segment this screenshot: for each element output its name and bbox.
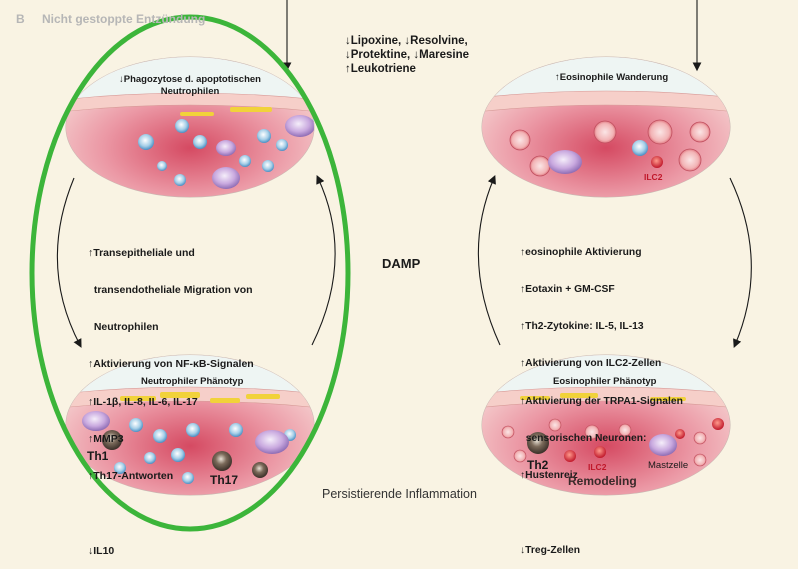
label-line: Neutrophilen <box>160 86 220 97</box>
macrophage-bl-1 <box>82 411 110 431</box>
left-top-tissue-label: ↓Phagozytose d. apoptotischen Neutrophil… <box>110 74 270 98</box>
neutrophils-bl <box>114 418 296 484</box>
mechanism-line: ↑Aktivierung von NF-κB-Signalen <box>88 358 254 371</box>
right-top-tissue-label: ↑Eosinophile Wanderung <box>555 72 669 83</box>
ilc2-label-bottom: ILC2 <box>588 462 607 472</box>
mechanism-line: ↑Hustenreiz <box>520 470 578 482</box>
th1-cell <box>102 430 122 450</box>
th17-label: Th17 <box>210 473 239 487</box>
mechanism-line: transendotheliale Migration von <box>88 284 253 297</box>
left-bottom-tissue-label: Neutrophiler Phänotyp <box>141 376 244 387</box>
mechanism-line: ↑Th17-Antworten <box>88 470 174 483</box>
top-mediators: ↓Lipoxine, ↓Resolvine, ↓Protektine, ↓Mar… <box>345 34 469 76</box>
mast-cell <box>649 434 677 456</box>
tissue-bottom-right <box>481 354 731 496</box>
fat-deposits-br <box>520 393 686 401</box>
th2-label: Th2 <box>527 458 549 472</box>
highlight-ellipse <box>29 14 351 532</box>
ilc2-cell-br-2 <box>594 446 606 458</box>
mediator-line: ↓Lipoxine, ↓Resolvine, <box>345 35 468 47</box>
left-mechanisms: ↑Transepitheliale und transendotheliale … <box>88 222 254 569</box>
ilc2-cell-br-1 <box>564 450 576 462</box>
mechanism-line: ↑Aktivierung von ILC2-Zellen <box>520 358 662 370</box>
cycle-arrow-right-up <box>477 174 501 346</box>
th17-cell-1 <box>212 451 232 471</box>
tissue-top-left <box>65 56 315 198</box>
fat-deposits-tl <box>180 107 272 116</box>
mastzelle-label: Mastzelle <box>648 460 689 471</box>
right-bottom-tissue-label: Eosinophiler Phänotyp <box>553 376 657 387</box>
mechanism-line: ↑IL-1β, IL-8, IL-6, IL-17 <box>88 395 198 408</box>
ilc2-cell-tr <box>651 156 663 168</box>
mechanism-line: ↑MMP3 <box>88 432 124 445</box>
mechanism-line: Neutrophilen <box>88 321 159 334</box>
macrophage-tr <box>548 150 582 174</box>
panel-letter: B <box>16 12 25 26</box>
cycle-arrow-right-down <box>729 177 752 349</box>
ilc2-cell-br-3 <box>675 429 685 439</box>
tissue-top-right <box>481 56 731 198</box>
mediator-line: ↑Leukotriene <box>345 63 416 75</box>
fat-deposits-bl <box>120 392 280 403</box>
mechanism-line: ↑Th2-Zytokine: IL-5, IL-13 <box>520 321 644 333</box>
mechanism-line: ↓Treg-Zellen <box>520 544 581 556</box>
neutrophil-tr <box>632 140 648 156</box>
macrophage-tl-3 <box>212 167 240 189</box>
damp-label: DAMP <box>382 256 421 271</box>
right-mechanisms: ↑eosinophile Aktivierung ↑Eotaxin + GM-C… <box>520 222 683 569</box>
cycle-arrow-left-down <box>56 177 82 348</box>
mechanism-line: ↑eosinophile Aktivierung <box>520 246 642 258</box>
mediator-line: ↓Protektine, ↓Maresine <box>345 49 469 61</box>
macrophage-tl-2 <box>216 140 236 156</box>
mechanism-line: ↑Transepitheliale und <box>88 246 195 259</box>
macrophage-tl-1 <box>285 115 314 137</box>
mechanism-line: sensorischen Neuronen: <box>520 432 647 444</box>
mechanism-line <box>88 507 254 519</box>
cycle-arrow-left-up <box>311 175 336 346</box>
mechanism-line <box>520 507 683 519</box>
mechanism-line: ↑Eotaxin + GM-CSF <box>520 284 615 296</box>
eosinophils-br <box>501 418 707 467</box>
tissue-bottom-left <box>65 354 315 496</box>
th1-label: Th1 <box>87 449 109 463</box>
footer-label: Persistierende Inflammation <box>322 487 477 501</box>
arrows <box>56 0 752 349</box>
diagram-canvas <box>29 0 752 532</box>
ilc2-cell-br-4 <box>712 418 724 430</box>
th2-cell <box>527 432 549 454</box>
ilc2-label-top: ILC2 <box>644 172 663 182</box>
macrophage-bl-2 <box>255 430 289 454</box>
th17-cell-2 <box>252 462 268 478</box>
mechanism-line: ↑Aktivierung der TRPA1-Signalen <box>520 395 683 407</box>
eosinophils-tr <box>509 119 711 177</box>
mechanism-line: ↓IL10 <box>88 544 115 557</box>
panel-title: Nicht gestoppte Entzündung <box>42 12 206 26</box>
remodeling-label: Remodeling <box>568 474 637 488</box>
label-line: ↓Phagozytose d. apoptotischen <box>119 74 261 85</box>
